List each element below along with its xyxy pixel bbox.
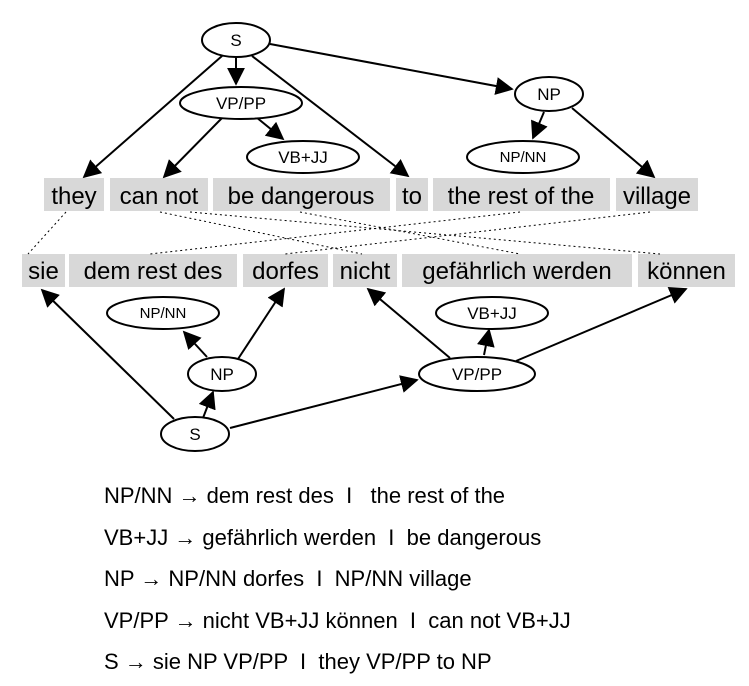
german-word: gefährlich werden (422, 258, 611, 285)
node-np-nn-bottom (106, 296, 220, 330)
alignment-lines (27, 211, 661, 255)
node-label: VP/PP (216, 94, 266, 113)
german-word: dorfes (252, 258, 319, 285)
node-vp-pp-bottom (418, 356, 536, 392)
german-box-nicht (333, 254, 397, 287)
german-box-gefaehrlich-werden (402, 254, 632, 287)
edge (255, 116, 285, 141)
english-word: to (402, 183, 422, 210)
german-word: können (647, 258, 726, 285)
alignment-line (284, 211, 651, 255)
edge (182, 330, 208, 358)
rule-s: S → sie NP VP/PP I they VP/PP to NP (104, 649, 492, 674)
alignment-line (149, 211, 521, 255)
rule-np: NP → NP/NN dorfes I NP/NN village (104, 566, 472, 591)
edge (198, 390, 216, 419)
node-s-bottom (160, 416, 230, 452)
node-vb-jj-top (246, 140, 360, 174)
edge (476, 328, 495, 356)
alignment-line (159, 211, 363, 255)
node-label: VB+JJ (467, 304, 517, 323)
node-vb-jj-bottom (435, 296, 549, 330)
english-word: can not (120, 183, 199, 210)
english-word: they (51, 183, 96, 210)
alignment-line (27, 211, 67, 255)
node-label: NP (210, 365, 234, 384)
edge (162, 117, 223, 179)
english-box-the-rest-of-the (433, 178, 610, 211)
bottom-tree-edges (40, 287, 688, 429)
edge (82, 55, 223, 179)
english-word: village (623, 183, 691, 210)
rule-vp-pp: VP/PP → nicht VB+JJ können I can not VB+… (104, 607, 571, 633)
node-label: NP/NN (140, 305, 187, 322)
edge (251, 55, 410, 178)
alignment-line (189, 211, 661, 255)
node-np-bottom (187, 356, 257, 392)
edge (531, 111, 548, 140)
synchronous-tree-diagram: they can not be dangerous to the rest of… (22, 22, 735, 452)
node-label: VB+JJ (278, 148, 328, 167)
german-box-dorfes (243, 254, 328, 287)
top-tree-nodes: S VP/PP VB+JJ NP NP/NN (179, 22, 584, 174)
english-box-they (44, 178, 104, 211)
top-tree-edges (82, 43, 656, 179)
english-phrases: they can not be dangerous to the rest of… (44, 178, 698, 211)
german-box-sie (22, 254, 65, 287)
edge (237, 287, 285, 360)
english-box-be-dangerous (213, 178, 390, 211)
edge (366, 287, 451, 359)
edge (40, 288, 175, 420)
english-word: be dangerous (228, 183, 375, 210)
node-np-top (514, 76, 584, 112)
german-box-dem-rest-des (69, 254, 237, 287)
german-phrases: sie dem rest des dorfes nicht gefährlich… (22, 254, 735, 287)
edge (515, 287, 688, 362)
bottom-tree-nodes: NP/NN VB+JJ NP VP/PP S (106, 296, 549, 452)
rule-vb-jj: VB+JJ → gefährlich werden I be dangerous (104, 524, 542, 550)
node-label: NP/NN (500, 149, 547, 166)
node-vp-pp-top (179, 86, 303, 120)
node-np-nn-top (466, 140, 580, 174)
german-word: dem rest des (84, 258, 223, 285)
node-s-top (201, 22, 271, 58)
node-label: VP/PP (452, 365, 502, 384)
rule-np-nn: NP/NN → dem rest des I the rest of the (104, 483, 506, 508)
english-word: the rest of the (448, 183, 595, 210)
edge (571, 107, 656, 179)
english-box-to (396, 178, 428, 211)
german-box-koennen (638, 254, 735, 287)
node-label: S (230, 31, 241, 50)
node-label: S (189, 425, 200, 444)
node-label: NP (537, 85, 561, 104)
edge (229, 375, 419, 429)
alignment-line (299, 211, 521, 255)
edge (269, 43, 514, 95)
german-word: sie (28, 258, 59, 285)
german-word: nicht (340, 258, 391, 285)
rule-list: NP/NN → dem rest des I the rest of the V… (104, 478, 571, 686)
english-box-village (616, 178, 698, 211)
english-box-can-not (110, 178, 208, 211)
